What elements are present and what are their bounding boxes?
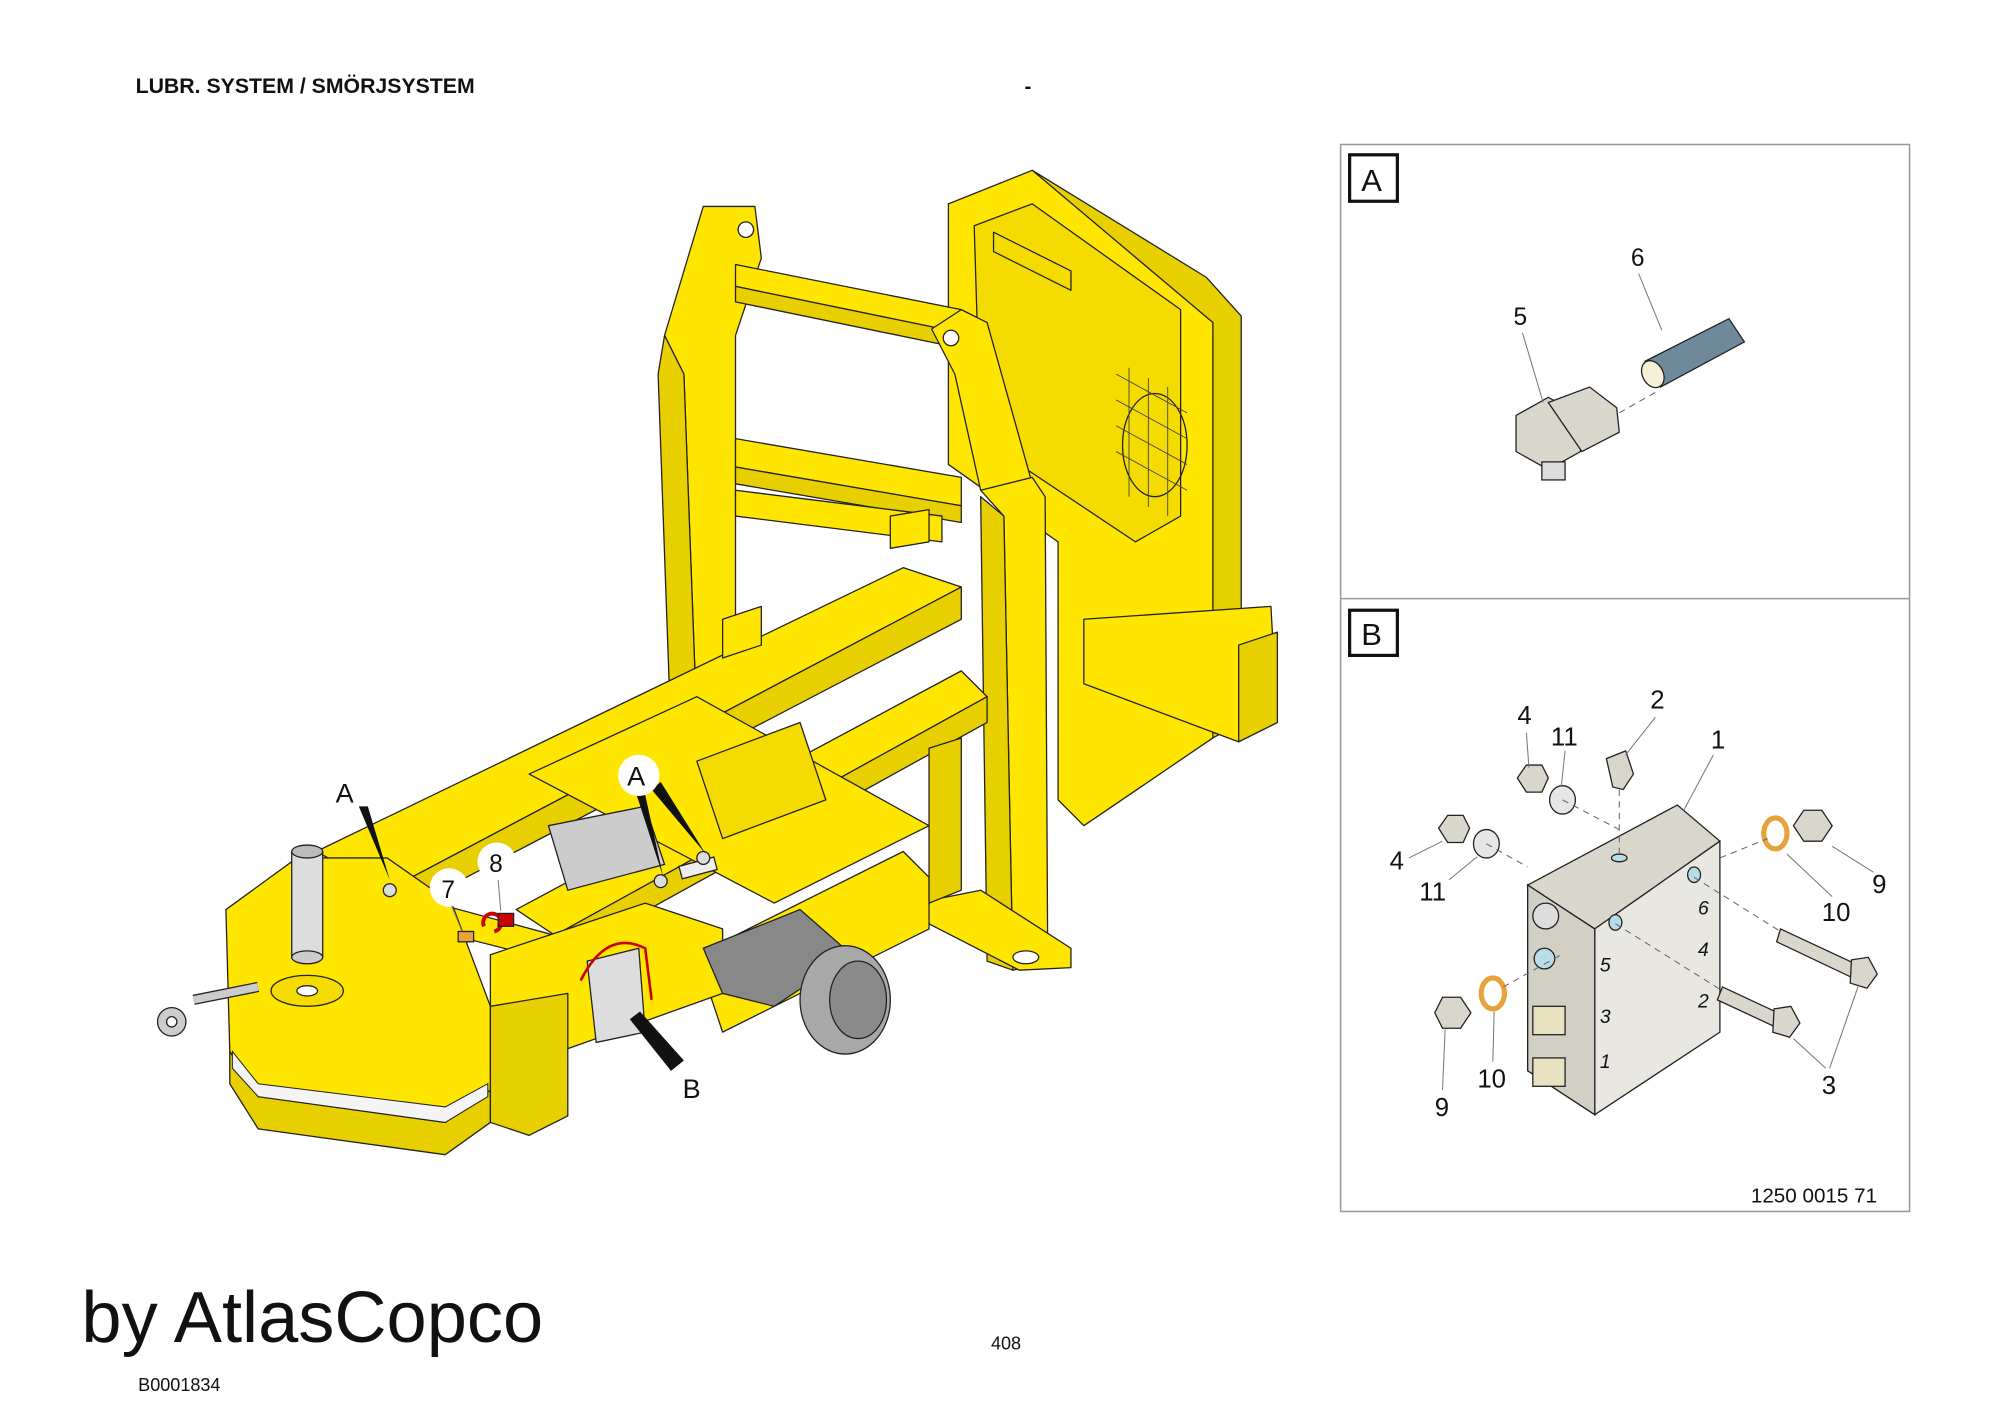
detail-b: B 6 4 2 5 3 1	[1348, 608, 1886, 1207]
detail-a-label: A	[1361, 163, 1382, 198]
callout-3: 3	[1822, 1072, 1836, 1100]
callout-1: 1	[1711, 726, 1725, 754]
callout-item-7: 7	[429, 868, 469, 932]
detail-panel-frame	[1339, 143, 1911, 1213]
callout-11-top: 11	[1551, 724, 1578, 752]
frame-illustration	[156, 169, 1279, 1156]
port-6: 6	[1698, 898, 1709, 920]
callout-6: 6	[1631, 245, 1645, 272]
svg-text:8: 8	[489, 851, 503, 878]
watermark: by AtlasCopco	[81, 1278, 543, 1358]
callout-a-right: A	[618, 754, 706, 878]
page-title: LUBR. SYSTEM / SMÖRJSYSTEM	[136, 73, 475, 98]
svg-text:A: A	[627, 761, 646, 792]
callout-item-8: 8	[477, 842, 517, 911]
port-1: 1	[1600, 1051, 1611, 1073]
port-5: 5	[1600, 954, 1611, 976]
detail-a: A 5 6	[1348, 153, 1746, 481]
svg-text:A: A	[336, 777, 355, 808]
svg-text:B: B	[683, 1073, 701, 1104]
callout-b: B	[629, 1011, 701, 1104]
callout-9-left: 9	[1435, 1094, 1449, 1122]
port-4: 4	[1698, 939, 1709, 961]
callout-5: 5	[1513, 304, 1527, 331]
callout-10-right: 10	[1822, 899, 1851, 927]
svg-text:7: 7	[441, 877, 455, 904]
callout-11-left: 11	[1419, 879, 1446, 907]
drawing-number: 1250 0015 71	[1751, 1184, 1877, 1207]
port-3: 3	[1600, 1006, 1611, 1028]
detail-b-label: B	[1361, 617, 1382, 652]
callout-10-left: 10	[1477, 1066, 1506, 1094]
callout-4-top: 4	[1517, 702, 1531, 730]
header-separator: -	[1025, 75, 1032, 98]
callout-9-right: 9	[1872, 871, 1886, 899]
callout-4-left: 4	[1390, 848, 1404, 876]
callout-2: 2	[1650, 686, 1664, 714]
callout-a-left: A	[326, 772, 390, 880]
page-number: 408	[991, 1333, 1021, 1353]
port-2: 2	[1697, 991, 1709, 1013]
document-code: B0001834	[138, 1375, 220, 1395]
